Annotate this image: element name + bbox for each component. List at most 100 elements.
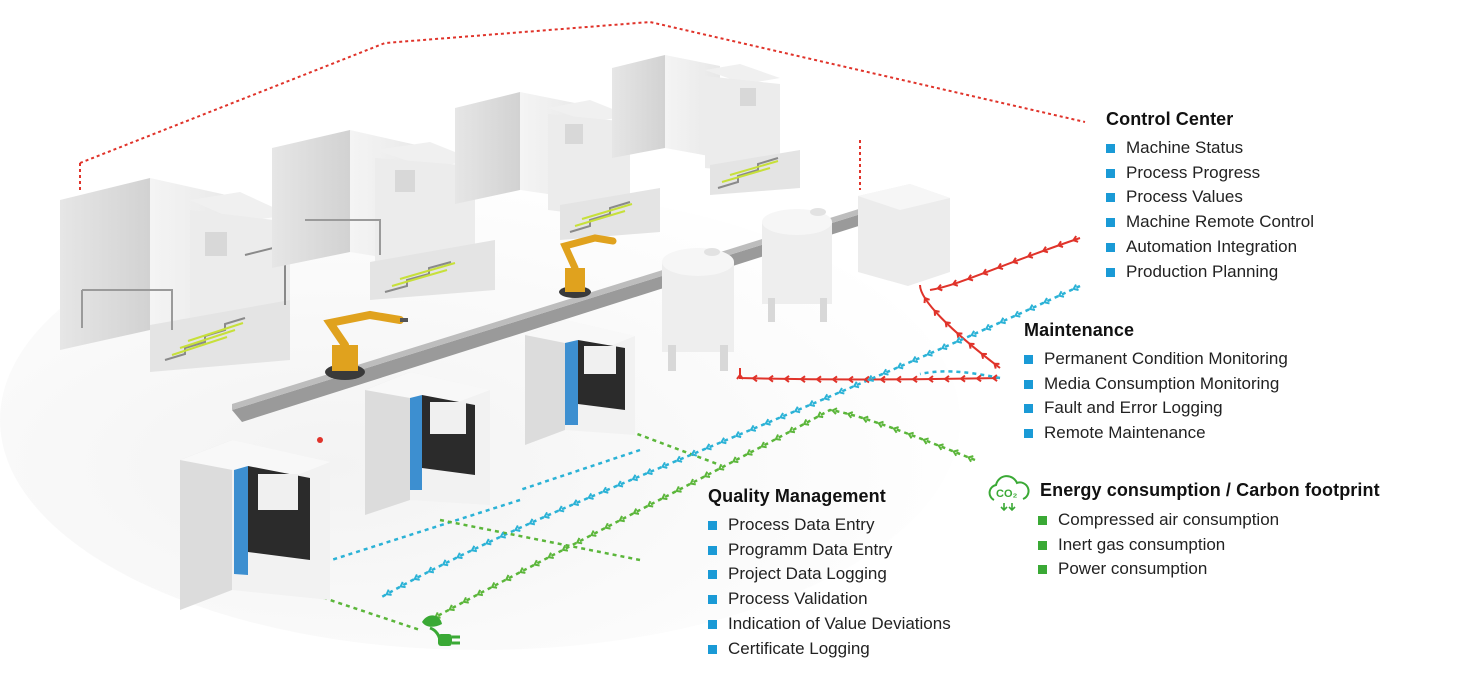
signal-chevron xyxy=(968,342,975,349)
signal-chevron xyxy=(557,505,565,513)
blue-signal-branch-2 xyxy=(299,448,641,572)
list-item: Fault and Error Logging xyxy=(1024,396,1288,421)
signal-chevron xyxy=(837,387,845,395)
signal-chevron xyxy=(689,478,696,486)
signal-chevron xyxy=(504,574,512,582)
signal-chevron xyxy=(646,500,654,508)
large-machine-1 xyxy=(60,178,290,372)
signal-chevron xyxy=(996,262,1004,271)
signal-chevron xyxy=(632,508,640,515)
signal-chevron xyxy=(896,362,904,370)
quality-management-panel: Quality Management Process Data Entry Pr… xyxy=(708,486,951,661)
signal-chevron xyxy=(846,411,854,419)
list-item: Project Data Logging xyxy=(708,562,951,587)
signal-chevron xyxy=(1013,310,1021,318)
signal-chevron xyxy=(462,596,469,604)
signal-chevron xyxy=(490,581,498,589)
silo-3 xyxy=(858,184,950,286)
silo-2 xyxy=(762,208,832,322)
signal-chevron xyxy=(746,449,753,456)
green-energy-line xyxy=(429,408,976,622)
list-item: Programm Data Entry xyxy=(708,538,951,563)
signal-chevron xyxy=(604,522,611,530)
blue-signal-branch xyxy=(919,370,1001,380)
list-item: Automation Integration xyxy=(1106,235,1314,260)
signal-chevron xyxy=(879,375,886,384)
list-item: Process Progress xyxy=(1106,161,1314,186)
signal-chevron xyxy=(815,375,822,384)
signal-chevron xyxy=(911,356,919,363)
signal-chevron xyxy=(470,545,478,553)
signal-chevron xyxy=(448,604,455,612)
signal-chevron xyxy=(999,317,1006,325)
list-item: Certificate Logging xyxy=(708,637,951,662)
signal-chevron xyxy=(1026,251,1034,259)
control-center-title: Control Center xyxy=(1106,109,1234,129)
signal-chevron xyxy=(984,323,992,331)
robot-arm-2 xyxy=(559,234,617,298)
silo-1 xyxy=(662,248,734,371)
signal-chevron xyxy=(616,480,624,488)
signal-chevron xyxy=(1072,284,1079,291)
signal-chevron xyxy=(892,426,899,434)
signal-chevron xyxy=(802,419,810,426)
signal-chevron xyxy=(513,525,521,532)
signal-chevron xyxy=(907,431,914,439)
maintenance-title: Maintenance xyxy=(1024,320,1135,340)
maintenance-list: Permanent Condition Monitoring Media Con… xyxy=(1024,347,1288,446)
signal-chevron xyxy=(799,375,806,383)
signal-chevron xyxy=(959,374,966,383)
signal-chevron xyxy=(589,530,597,537)
signal-chevron xyxy=(1043,297,1050,305)
signal-chevron xyxy=(675,486,682,493)
eco-plug-icon xyxy=(422,615,460,646)
list-item: Production Planning xyxy=(1106,260,1314,285)
signal-chevron xyxy=(717,463,725,471)
signal-chevron xyxy=(966,455,974,463)
signal-chevron xyxy=(970,330,977,338)
signal-chevron xyxy=(618,515,625,523)
signal-chevron xyxy=(955,336,963,344)
signal-chevron xyxy=(861,415,869,423)
blue-signal-line xyxy=(379,284,1081,600)
signal-chevron xyxy=(675,455,683,463)
energy-title: Energy consumption / Carbon footprint xyxy=(1040,480,1380,500)
signal-chevron xyxy=(944,321,951,328)
signal-chevron xyxy=(1011,257,1019,265)
robot-arm-1 xyxy=(323,310,408,380)
signal-chevron xyxy=(734,431,742,439)
signal-chevron xyxy=(441,559,449,567)
signal-chevron xyxy=(993,362,1000,369)
signal-chevron xyxy=(660,493,668,501)
signal-chevron xyxy=(911,375,918,384)
control-center-panel: Control Center Machine Status Process Pr… xyxy=(1106,109,1314,284)
quality-management-list: Process Data Entry Programm Data Entry P… xyxy=(708,513,951,661)
control-center-list: Machine Status Process Progress Process … xyxy=(1106,136,1314,284)
signal-chevron xyxy=(936,283,943,292)
signal-chevron xyxy=(927,375,934,383)
signal-chevron xyxy=(561,544,569,552)
signal-chevron xyxy=(1041,246,1049,254)
signal-chevron xyxy=(943,375,950,383)
signal-chevron xyxy=(783,375,790,383)
list-item: Media Consumption Monitoring xyxy=(1024,372,1288,397)
signal-chevron xyxy=(499,531,507,539)
signal-chevron xyxy=(703,471,711,478)
signal-chevron xyxy=(543,511,550,519)
signal-chevron xyxy=(1057,290,1065,298)
signal-chevron xyxy=(533,559,540,567)
signal-chevron xyxy=(719,437,727,445)
signal-chevron xyxy=(760,441,767,449)
maintenance-panel: Maintenance Permanent Condition Monitori… xyxy=(1024,320,1288,446)
co2-cloud-icon: CO₂ xyxy=(988,475,1030,512)
signal-chevron xyxy=(922,437,929,445)
signal-chevron xyxy=(385,589,392,596)
small-machine-2 xyxy=(365,372,490,515)
signal-chevron xyxy=(1071,235,1079,243)
signal-chevron xyxy=(847,375,854,384)
signal-chevron xyxy=(705,443,712,451)
signal-chevron xyxy=(852,381,860,389)
signal-chevron xyxy=(631,474,639,482)
signal-chevron xyxy=(1056,240,1064,248)
